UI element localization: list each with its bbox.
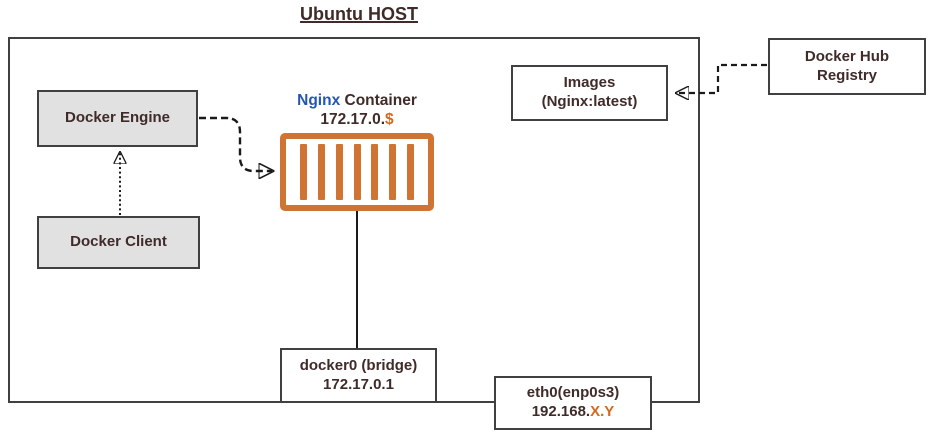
- docker-hub-label-line2: Registry: [816, 66, 878, 84]
- eth0-ip-var: X.Y: [590, 403, 615, 420]
- container-type-text: Container: [344, 92, 417, 109]
- images-label-line2: (Nginx:latest): [541, 93, 638, 110]
- container-ip-var: $: [385, 110, 394, 128]
- docker0-label-line2: 172.17.0.1: [323, 375, 394, 393]
- container-slat: [389, 144, 397, 200]
- docker-engine-node: Docker Engine: [37, 90, 198, 147]
- images-node: Images (Nginx:latest): [511, 65, 668, 121]
- docker-hub-label-line1: Docker Hub: [804, 47, 890, 65]
- container-title-line: Nginx Container: [297, 92, 417, 111]
- container-ip-base: 172.17.0.: [320, 110, 386, 128]
- docker-client-node: Docker Client: [37, 216, 200, 269]
- nginx-name-text: Nginx: [297, 92, 341, 109]
- docker-engine-label: Docker Engine: [64, 109, 171, 127]
- docker-client-label: Docker Client: [70, 233, 167, 251]
- docker0-label-line1: docker0 (bridge): [299, 356, 418, 374]
- docker-hub-registry-node: Docker Hub Registry: [768, 38, 926, 95]
- container-slat: [299, 144, 307, 200]
- shipping-container-icon: [280, 133, 434, 211]
- container-slat: [335, 144, 343, 200]
- container-ip-line: 172.17.0.$: [297, 111, 417, 130]
- docker0-bridge-node: docker0 (bridge) 172.17.0.1: [280, 348, 437, 403]
- eth0-ip-line: 192.168.X.Y: [532, 403, 615, 422]
- container-slat: [353, 144, 361, 200]
- container-slat: [317, 144, 325, 200]
- container-slat: [407, 144, 415, 200]
- nginx-container-caption: Nginx Container 172.17.0.$: [297, 92, 417, 129]
- eth0-label-line1: eth0(enp0s3): [526, 384, 620, 402]
- diagram-title: Ubuntu HOST: [300, 4, 418, 24]
- images-label-line1: Images: [563, 74, 616, 92]
- eth0-node: eth0(enp0s3) 192.168.X.Y: [494, 376, 652, 430]
- container-slat: [371, 144, 379, 200]
- eth0-ip-base: 192.168.: [531, 403, 591, 420]
